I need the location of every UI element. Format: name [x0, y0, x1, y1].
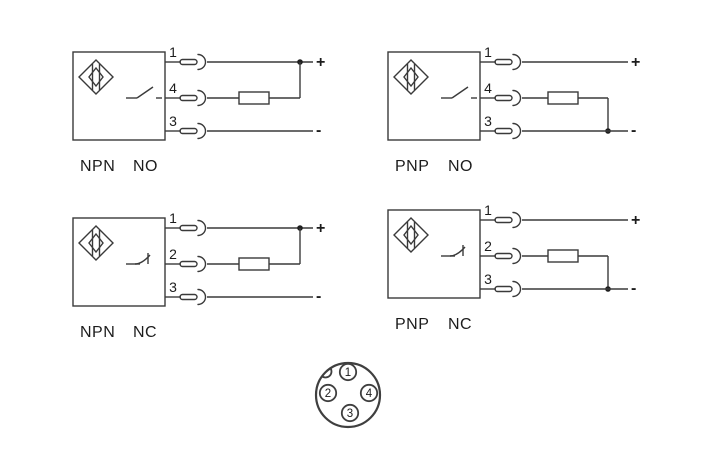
terminal-plus: + [316, 220, 325, 237]
connector-plug-icon [179, 260, 198, 268]
terminal-minus: - [631, 122, 636, 139]
wiring-diagram-pnp-no: 1 4 3 + - PNP NO [387, 44, 640, 175]
pin-number: 3 [169, 279, 177, 295]
terminal-plus: + [631, 54, 640, 71]
load-resistor [238, 91, 270, 105]
pin-number: 3 [484, 113, 492, 129]
proximity-sensor-icon [393, 217, 429, 253]
diagram-npn-no: 1 4 3 + - NPN NO [63, 40, 333, 190]
output-type-label: NPN [80, 158, 115, 175]
plug-arc-icon [512, 280, 522, 298]
switch-no-icon [441, 86, 477, 99]
pin-number: 1 [484, 44, 492, 60]
pin-2-number: 2 [325, 388, 331, 400]
connector-plug-icon [494, 216, 513, 224]
pin-number: 3 [484, 271, 492, 287]
connector-plug-icon [494, 58, 513, 66]
connector-plug-icon [494, 94, 513, 102]
pin-1-circle [338, 362, 358, 382]
plug-arc-icon [197, 89, 207, 107]
proximity-sensor-icon [393, 59, 429, 95]
sensor-body [387, 209, 481, 299]
plug-arc-icon [512, 89, 522, 107]
output-type-label: NPN [80, 324, 115, 341]
pin-4-number: 4 [366, 388, 373, 400]
plug-arc-icon [197, 219, 207, 237]
terminal-plus: + [631, 212, 640, 229]
pin-2-circle [318, 383, 338, 403]
sensor-body [72, 217, 166, 307]
connector-plug-icon [179, 127, 198, 135]
plug-arc-icon [197, 288, 207, 306]
pin-1-number: 1 [345, 367, 351, 379]
contact-mode-label: NO [448, 158, 473, 175]
plug-arc-icon [512, 247, 522, 265]
diagram-pnp-nc: 1 2 3 + - PNP NC [378, 198, 648, 348]
connector-plug-icon [494, 285, 513, 293]
proximity-sensor-icon [78, 59, 114, 95]
connector-face-diagram: 1 2 4 3 [314, 361, 382, 429]
switch-nc-icon [441, 245, 466, 257]
switch-nc-icon [126, 253, 151, 265]
connector-plug-icon [494, 127, 513, 135]
terminal-minus: - [316, 122, 321, 139]
connector-plug-icon [179, 94, 198, 102]
diagram-pnp-no: 1 4 3 + - PNP NO [378, 40, 648, 190]
diagram-npn-nc: 1 2 3 + - NPN NC [63, 206, 333, 356]
plug-arc-icon [512, 122, 522, 140]
plug-arc-icon [197, 53, 207, 71]
wiring-diagram-npn-nc: 1 2 3 + - NPN NC [72, 210, 325, 341]
pin-number: 1 [169, 210, 177, 226]
load-resistor [547, 249, 579, 263]
proximity-sensor-icon [78, 225, 114, 261]
sensor-body [387, 51, 481, 141]
output-type-label: PNP [395, 316, 429, 333]
pin-number: 4 [484, 80, 492, 96]
plug-arc-icon [512, 53, 522, 71]
output-type-label: PNP [395, 158, 429, 175]
plug-arc-icon [197, 255, 207, 273]
switch-no-icon [126, 86, 162, 99]
pin-number: 3 [169, 113, 177, 129]
pin-number: 4 [169, 80, 177, 96]
connector-plug-icon [494, 252, 513, 260]
contact-mode-label: NC [448, 316, 472, 333]
connector-plug-icon [179, 224, 198, 232]
pin-number: 1 [484, 202, 492, 218]
plug-arc-icon [197, 122, 207, 140]
pin-3-number: 3 [347, 408, 353, 420]
connector-plug-icon [179, 293, 198, 301]
wiring-diagram-npn-no: 1 4 3 + - NPN NO [72, 44, 325, 175]
load-resistor [238, 257, 270, 271]
terminal-plus: + [316, 54, 325, 71]
pin-3-circle [340, 403, 360, 423]
pin-number: 2 [484, 238, 492, 254]
terminal-minus: - [316, 288, 321, 305]
plug-arc-icon [512, 211, 522, 229]
load-resistor [547, 91, 579, 105]
contact-mode-label: NC [133, 324, 157, 341]
pin-4-circle [359, 383, 379, 403]
pin-number: 1 [169, 44, 177, 60]
terminal-minus: - [631, 280, 636, 297]
connector-plug-icon [179, 58, 198, 66]
wiring-diagram-pnp-nc: 1 2 3 + - PNP NC [387, 202, 640, 333]
connector-pinout: 1 2 4 3 [300, 352, 400, 457]
contact-mode-label: NO [133, 158, 158, 175]
pin-number: 2 [169, 246, 177, 262]
sensor-body [72, 51, 166, 141]
